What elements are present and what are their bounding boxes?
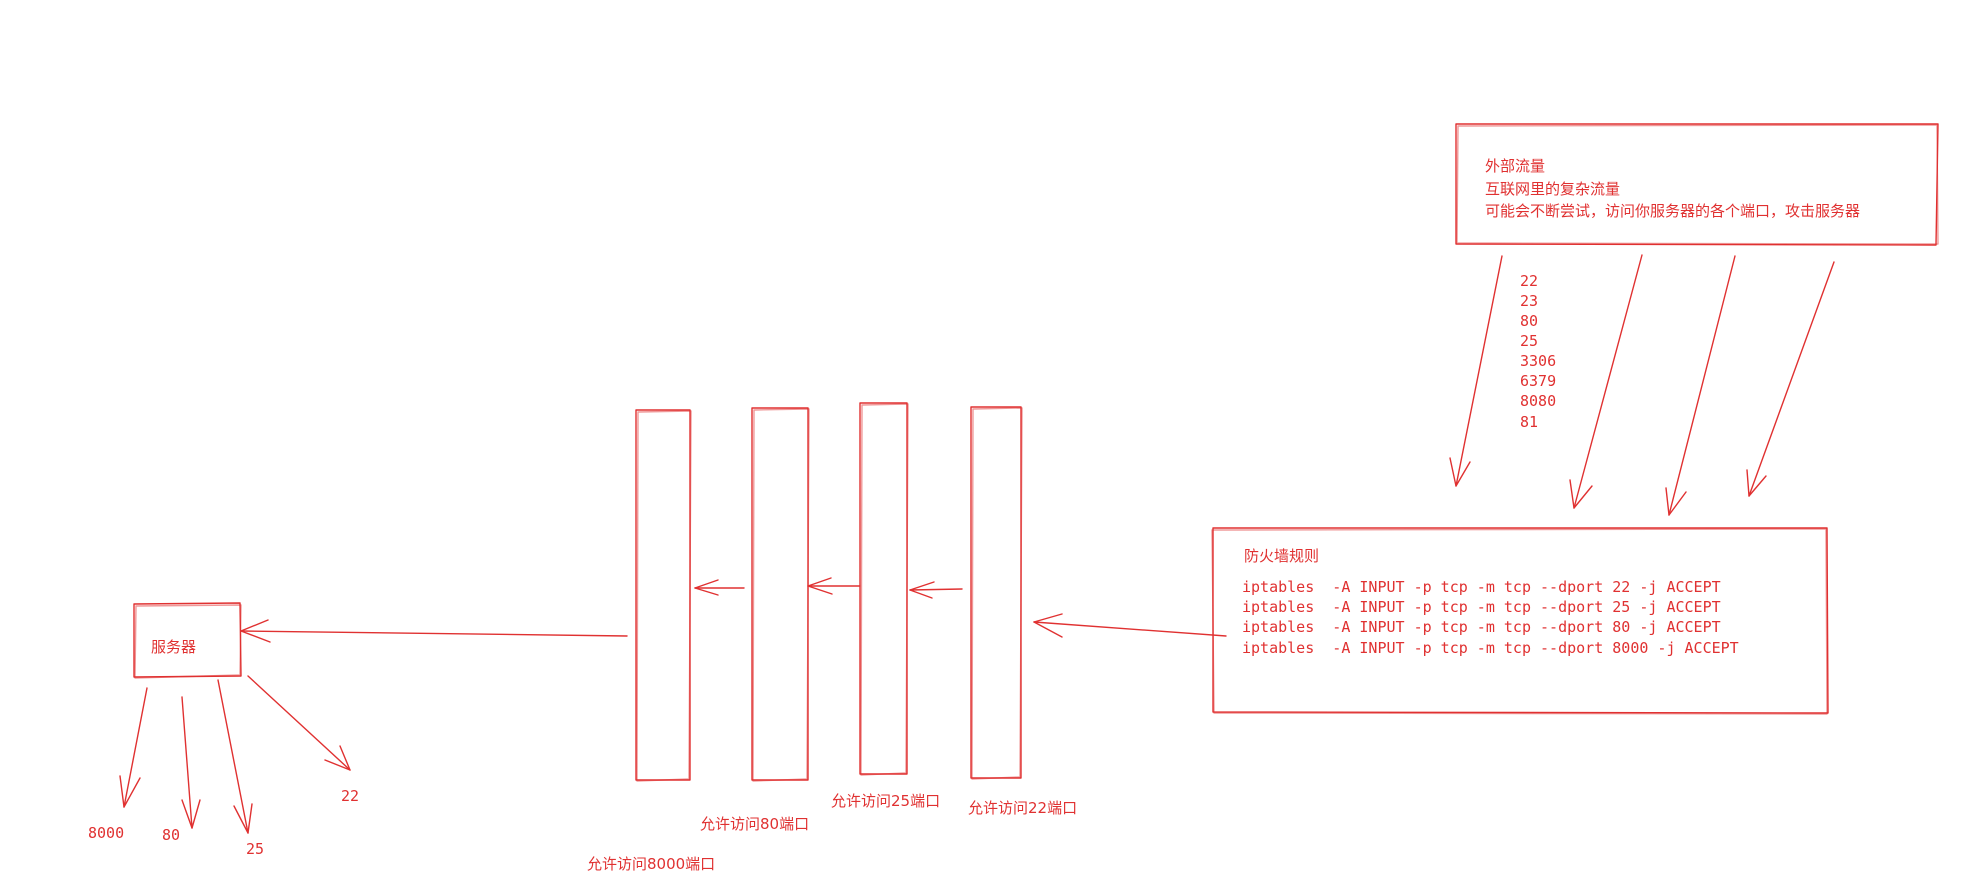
firewall-rule-8000: iptables -A INPUT -p tcp -m tcp --dport … xyxy=(1242,639,1739,657)
server-box xyxy=(133,602,242,679)
incoming-traffic-arrow-4 xyxy=(1746,261,1835,497)
firewall-rule-25: iptables -A INPUT -p tcp -m tcp --dport … xyxy=(1242,598,1721,616)
server-port-25: 25 xyxy=(246,840,264,858)
server-port-arrow-80 xyxy=(181,696,201,829)
probe-port-6379: 6379 xyxy=(1520,372,1556,390)
incoming-traffic-arrow-1 xyxy=(1449,255,1503,487)
probe-port-81: 81 xyxy=(1520,413,1538,431)
firewall-rules-box xyxy=(1211,527,1829,715)
firewall-rule-22: iptables -A INPUT -p tcp -m tcp --dport … xyxy=(1242,578,1721,596)
firewall-rules-title: 防火墙规则 xyxy=(1244,547,1319,565)
incoming-traffic-arrow-2 xyxy=(1569,254,1643,509)
server-port-arrow-22 xyxy=(247,675,351,771)
probe-port-3306: 3306 xyxy=(1520,352,1556,370)
firewall-rule-80: iptables -A INPUT -p tcp -m tcp --dport … xyxy=(1242,618,1721,636)
filter-label-25: 允许访问25端口 xyxy=(831,792,940,810)
incoming-traffic-arrow-3 xyxy=(1665,255,1736,516)
probe-port-list: 22 23 80 25 3306 6379 8080 81 xyxy=(1520,272,1556,431)
filter-arrow-80-to-8000 xyxy=(694,579,745,596)
external-traffic-line-2: 互联网里的复杂流量 xyxy=(1485,180,1620,198)
filter-label-8000: 允许访问8000端口 xyxy=(587,855,715,873)
filter-label-22: 允许访问22端口 xyxy=(968,799,1077,817)
probe-port-23: 23 xyxy=(1520,292,1538,310)
rules-to-filter-arrow xyxy=(1033,613,1227,638)
filter-column-25 xyxy=(859,402,909,776)
filter-column-8000 xyxy=(635,409,692,782)
filter-arrow-22-to-25 xyxy=(909,581,963,599)
filter-column-80 xyxy=(751,407,810,782)
server-port-8000: 8000 xyxy=(88,824,124,842)
external-traffic-title: 外部流量 xyxy=(1485,157,1545,175)
probe-port-22: 22 xyxy=(1520,272,1538,290)
external-traffic-box xyxy=(1455,123,1939,246)
server-label: 服务器 xyxy=(151,638,196,656)
server-port-22: 22 xyxy=(341,787,359,805)
external-traffic-line-3: 可能会不断尝试，访问你服务器的各个端口，攻击服务器 xyxy=(1485,202,1860,220)
probe-port-8080: 8080 xyxy=(1520,392,1556,410)
server-port-arrow-8000 xyxy=(119,687,148,808)
probe-port-25: 25 xyxy=(1520,332,1538,350)
server-port-80: 80 xyxy=(162,826,180,844)
server-port-arrow-25 xyxy=(217,679,253,834)
filter-to-server-arrow xyxy=(240,619,628,643)
filter-arrow-25-to-80 xyxy=(807,577,861,595)
probe-port-80: 80 xyxy=(1520,312,1538,330)
filter-label-80: 允许访问80端口 xyxy=(700,815,809,833)
filter-column-22 xyxy=(970,406,1023,780)
